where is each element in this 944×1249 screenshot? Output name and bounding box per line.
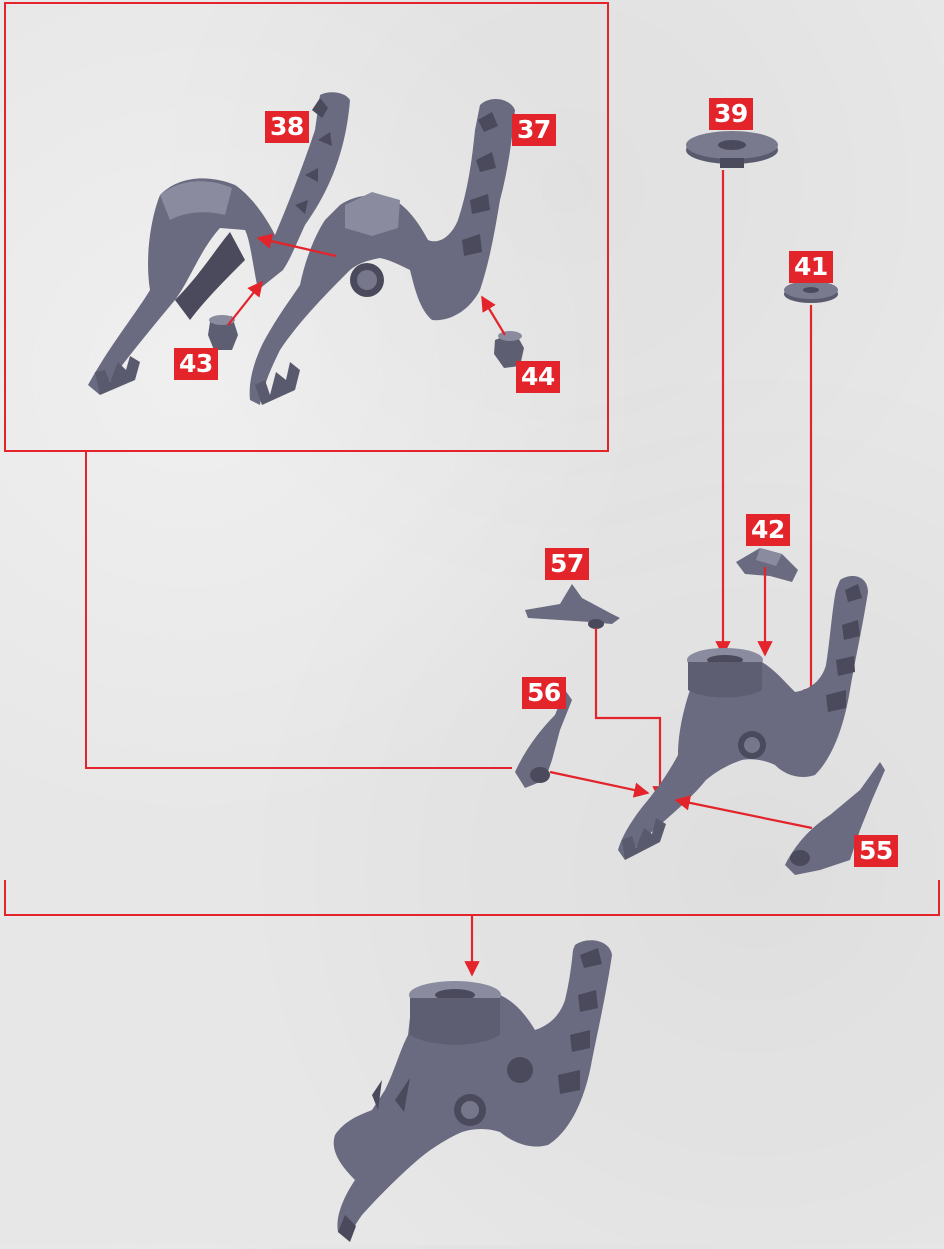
- final-assembled-model: [334, 940, 612, 1242]
- label-part-56: 56: [522, 677, 566, 709]
- label-part-41: 41: [789, 251, 833, 283]
- final-bracket: [5, 880, 939, 915]
- arrow-44-to-37: [482, 297, 505, 335]
- label-part-57: 57: [545, 548, 589, 580]
- label-part-55: 55: [854, 835, 898, 867]
- label-part-42: 42: [746, 514, 790, 546]
- label-part-43: 43: [174, 348, 218, 380]
- part-57-side-fin: [525, 584, 620, 629]
- label-part-39: 39: [709, 98, 753, 130]
- part-39-turret-ring: [686, 131, 778, 168]
- arrow-56-to-main: [550, 772, 648, 793]
- label-part-37: 37: [512, 114, 556, 146]
- label-part-38: 38: [265, 111, 309, 143]
- subassembly-connector-line: [86, 451, 512, 768]
- label-part-44: 44: [516, 361, 560, 393]
- part-41-small-ring: [784, 281, 838, 303]
- arrow-55-to-main: [676, 800, 812, 828]
- part-43-small-fitting: [208, 315, 238, 350]
- arrow-43-to-38: [228, 282, 262, 325]
- part-42-armor-plate: [736, 548, 798, 582]
- arrow-57-to-main: [596, 628, 660, 800]
